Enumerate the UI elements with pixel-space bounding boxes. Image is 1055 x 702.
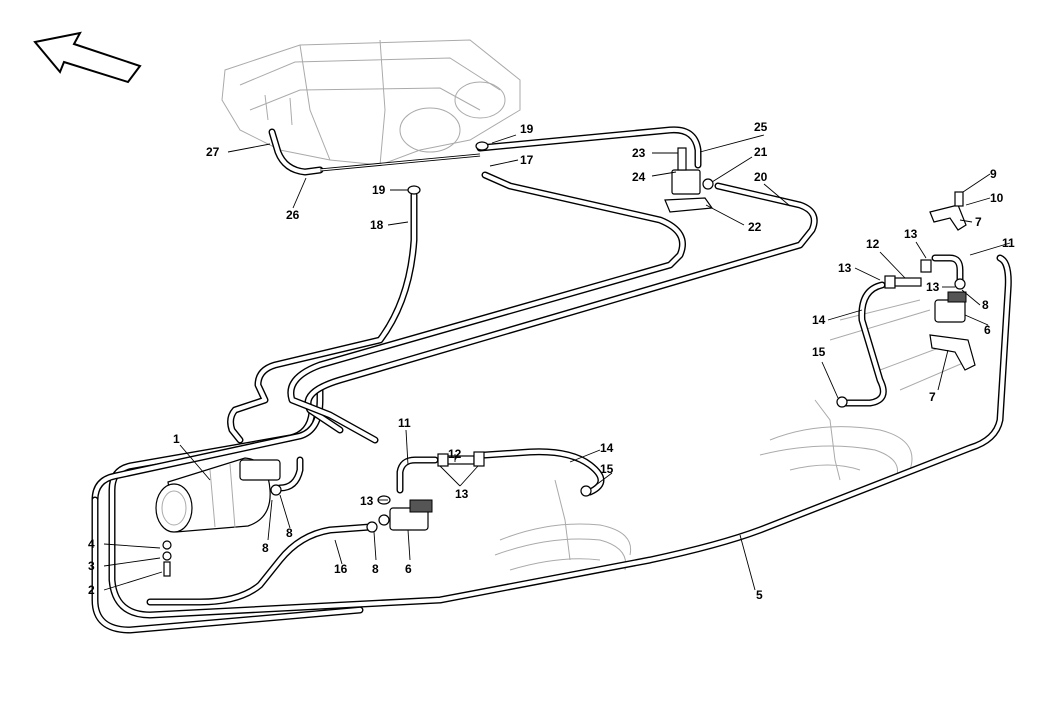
callout-5: 5 (756, 588, 763, 602)
callout-6a: 6 (405, 562, 412, 576)
callout-10: 10 (990, 191, 1004, 205)
callout-22: 22 (748, 220, 762, 234)
callout-11b: 11 (1002, 236, 1015, 250)
hose-outer-loop (91, 386, 364, 634)
solenoid-valve-left (378, 499, 433, 531)
leader-lines (103, 134, 1011, 591)
callout-19a: 19 (520, 122, 534, 136)
callout-12b: 12 (866, 237, 880, 251)
callout-labels: 1 2 3 4 5 6 6 7 7 8 8 8 8 9 10 11 11 12 … (88, 120, 1015, 602)
hose-11-right (931, 254, 964, 284)
callout-14b: 14 (812, 313, 826, 327)
callout-23: 23 (632, 146, 646, 160)
hose-5-main-loop (108, 254, 1012, 619)
callout-7b: 7 (929, 390, 936, 404)
hose-18 (227, 191, 418, 444)
hose-16 (146, 523, 374, 606)
callout-4: 4 (88, 537, 95, 551)
fittings (162, 141, 966, 577)
callout-26: 26 (286, 208, 300, 222)
callout-13c: 13 (838, 261, 852, 275)
hose-8-short (276, 456, 304, 492)
pipe-26 (319, 153, 481, 172)
callout-7a: 7 (975, 215, 982, 229)
chassis-outline-mid (494, 479, 632, 571)
callout-24: 24 (632, 170, 646, 184)
callout-17: 17 (520, 153, 534, 167)
hose-17-long-run (287, 171, 686, 444)
callout-13a: 13 (360, 494, 374, 508)
valve-upper (664, 147, 714, 213)
callout-8d: 8 (982, 298, 989, 312)
callout-19b: 19 (372, 183, 386, 197)
callout-13e: 13 (926, 280, 940, 294)
callout-2: 2 (88, 583, 95, 597)
callout-3: 3 (88, 559, 95, 573)
bracket-7-lower (929, 334, 976, 371)
hose-top-crossover (476, 126, 702, 169)
callout-20: 20 (754, 170, 768, 184)
callout-13b: 13 (455, 487, 469, 501)
callout-8c: 8 (372, 562, 379, 576)
callout-25: 25 (754, 120, 768, 134)
engine-outline (221, 39, 521, 166)
callout-9: 9 (990, 167, 997, 181)
callout-8b: 8 (286, 526, 293, 540)
hose-11-left (396, 456, 439, 494)
callout-1: 1 (173, 432, 180, 446)
callout-15a: 15 (600, 462, 614, 476)
callout-18: 18 (370, 218, 384, 232)
hose-14-left (481, 448, 605, 496)
solenoid-valve-right (934, 291, 967, 323)
callout-27: 27 (206, 145, 220, 159)
callout-8a: 8 (262, 541, 269, 555)
callout-12a: 12 (448, 447, 462, 461)
callout-11a: 11 (398, 416, 411, 430)
callout-13d: 13 (904, 227, 918, 241)
callout-21: 21 (754, 145, 768, 159)
callout-6b: 6 (984, 323, 991, 337)
chassis-outline-right (759, 299, 971, 481)
hose-14-right (841, 281, 887, 407)
bracket-7-upper (929, 191, 967, 231)
canister (155, 457, 281, 533)
callout-15b: 15 (812, 345, 826, 359)
direction-arrow-icon (33, 31, 142, 84)
hose-20-long-run (304, 182, 818, 434)
hose-27 (268, 128, 324, 176)
callout-14a: 14 (600, 441, 614, 455)
callout-16: 16 (334, 562, 348, 576)
